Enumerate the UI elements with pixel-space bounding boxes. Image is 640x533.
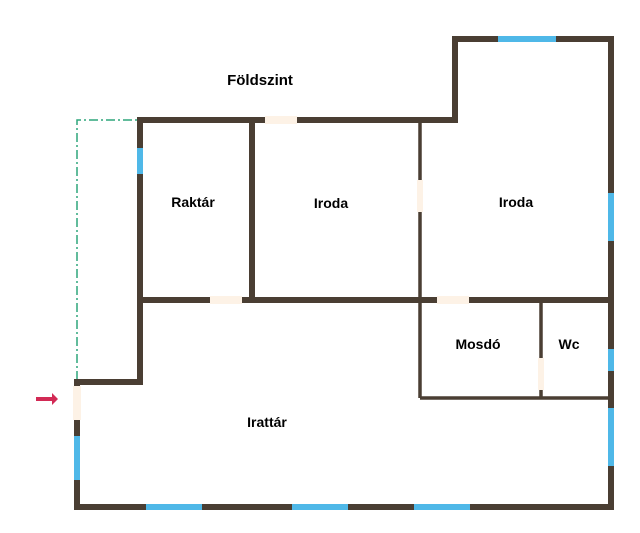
window-bottom-3	[414, 504, 470, 510]
dashed-outline	[76, 119, 137, 380]
floor-title: Földszint	[227, 72, 293, 89]
room-label-iroda-middle: Iroda	[314, 195, 348, 211]
window-bottom-1	[146, 504, 202, 510]
room-label-raktar: Raktár	[171, 194, 215, 210]
room-label-wc: Wc	[559, 336, 580, 352]
windows	[74, 36, 614, 510]
window-right-irattar	[608, 408, 614, 466]
door-iroda-iroda	[417, 180, 423, 212]
window-bottom-2	[292, 504, 348, 510]
entrance-arrow-icon	[36, 393, 58, 405]
door-top-iroda	[265, 116, 297, 124]
door-gaps	[73, 116, 544, 420]
window-raktar	[137, 148, 143, 174]
room-label-iroda-right: Iroda	[499, 194, 533, 210]
outer-wall	[74, 36, 614, 510]
room-label-irattar: Irattár	[247, 414, 287, 430]
room-label-mosdo: Mosdó	[455, 336, 500, 352]
walls	[74, 36, 614, 510]
window-right-wc	[608, 349, 614, 371]
door-entrance	[73, 386, 81, 420]
window-right-iroda	[608, 193, 614, 241]
door-iroda-irattar	[437, 296, 469, 304]
door-raktar-irattar	[210, 296, 242, 304]
window-top-right	[498, 36, 556, 42]
door-wc	[538, 358, 544, 390]
window-left-irattar	[74, 436, 80, 480]
thin-walls	[418, 120, 611, 400]
